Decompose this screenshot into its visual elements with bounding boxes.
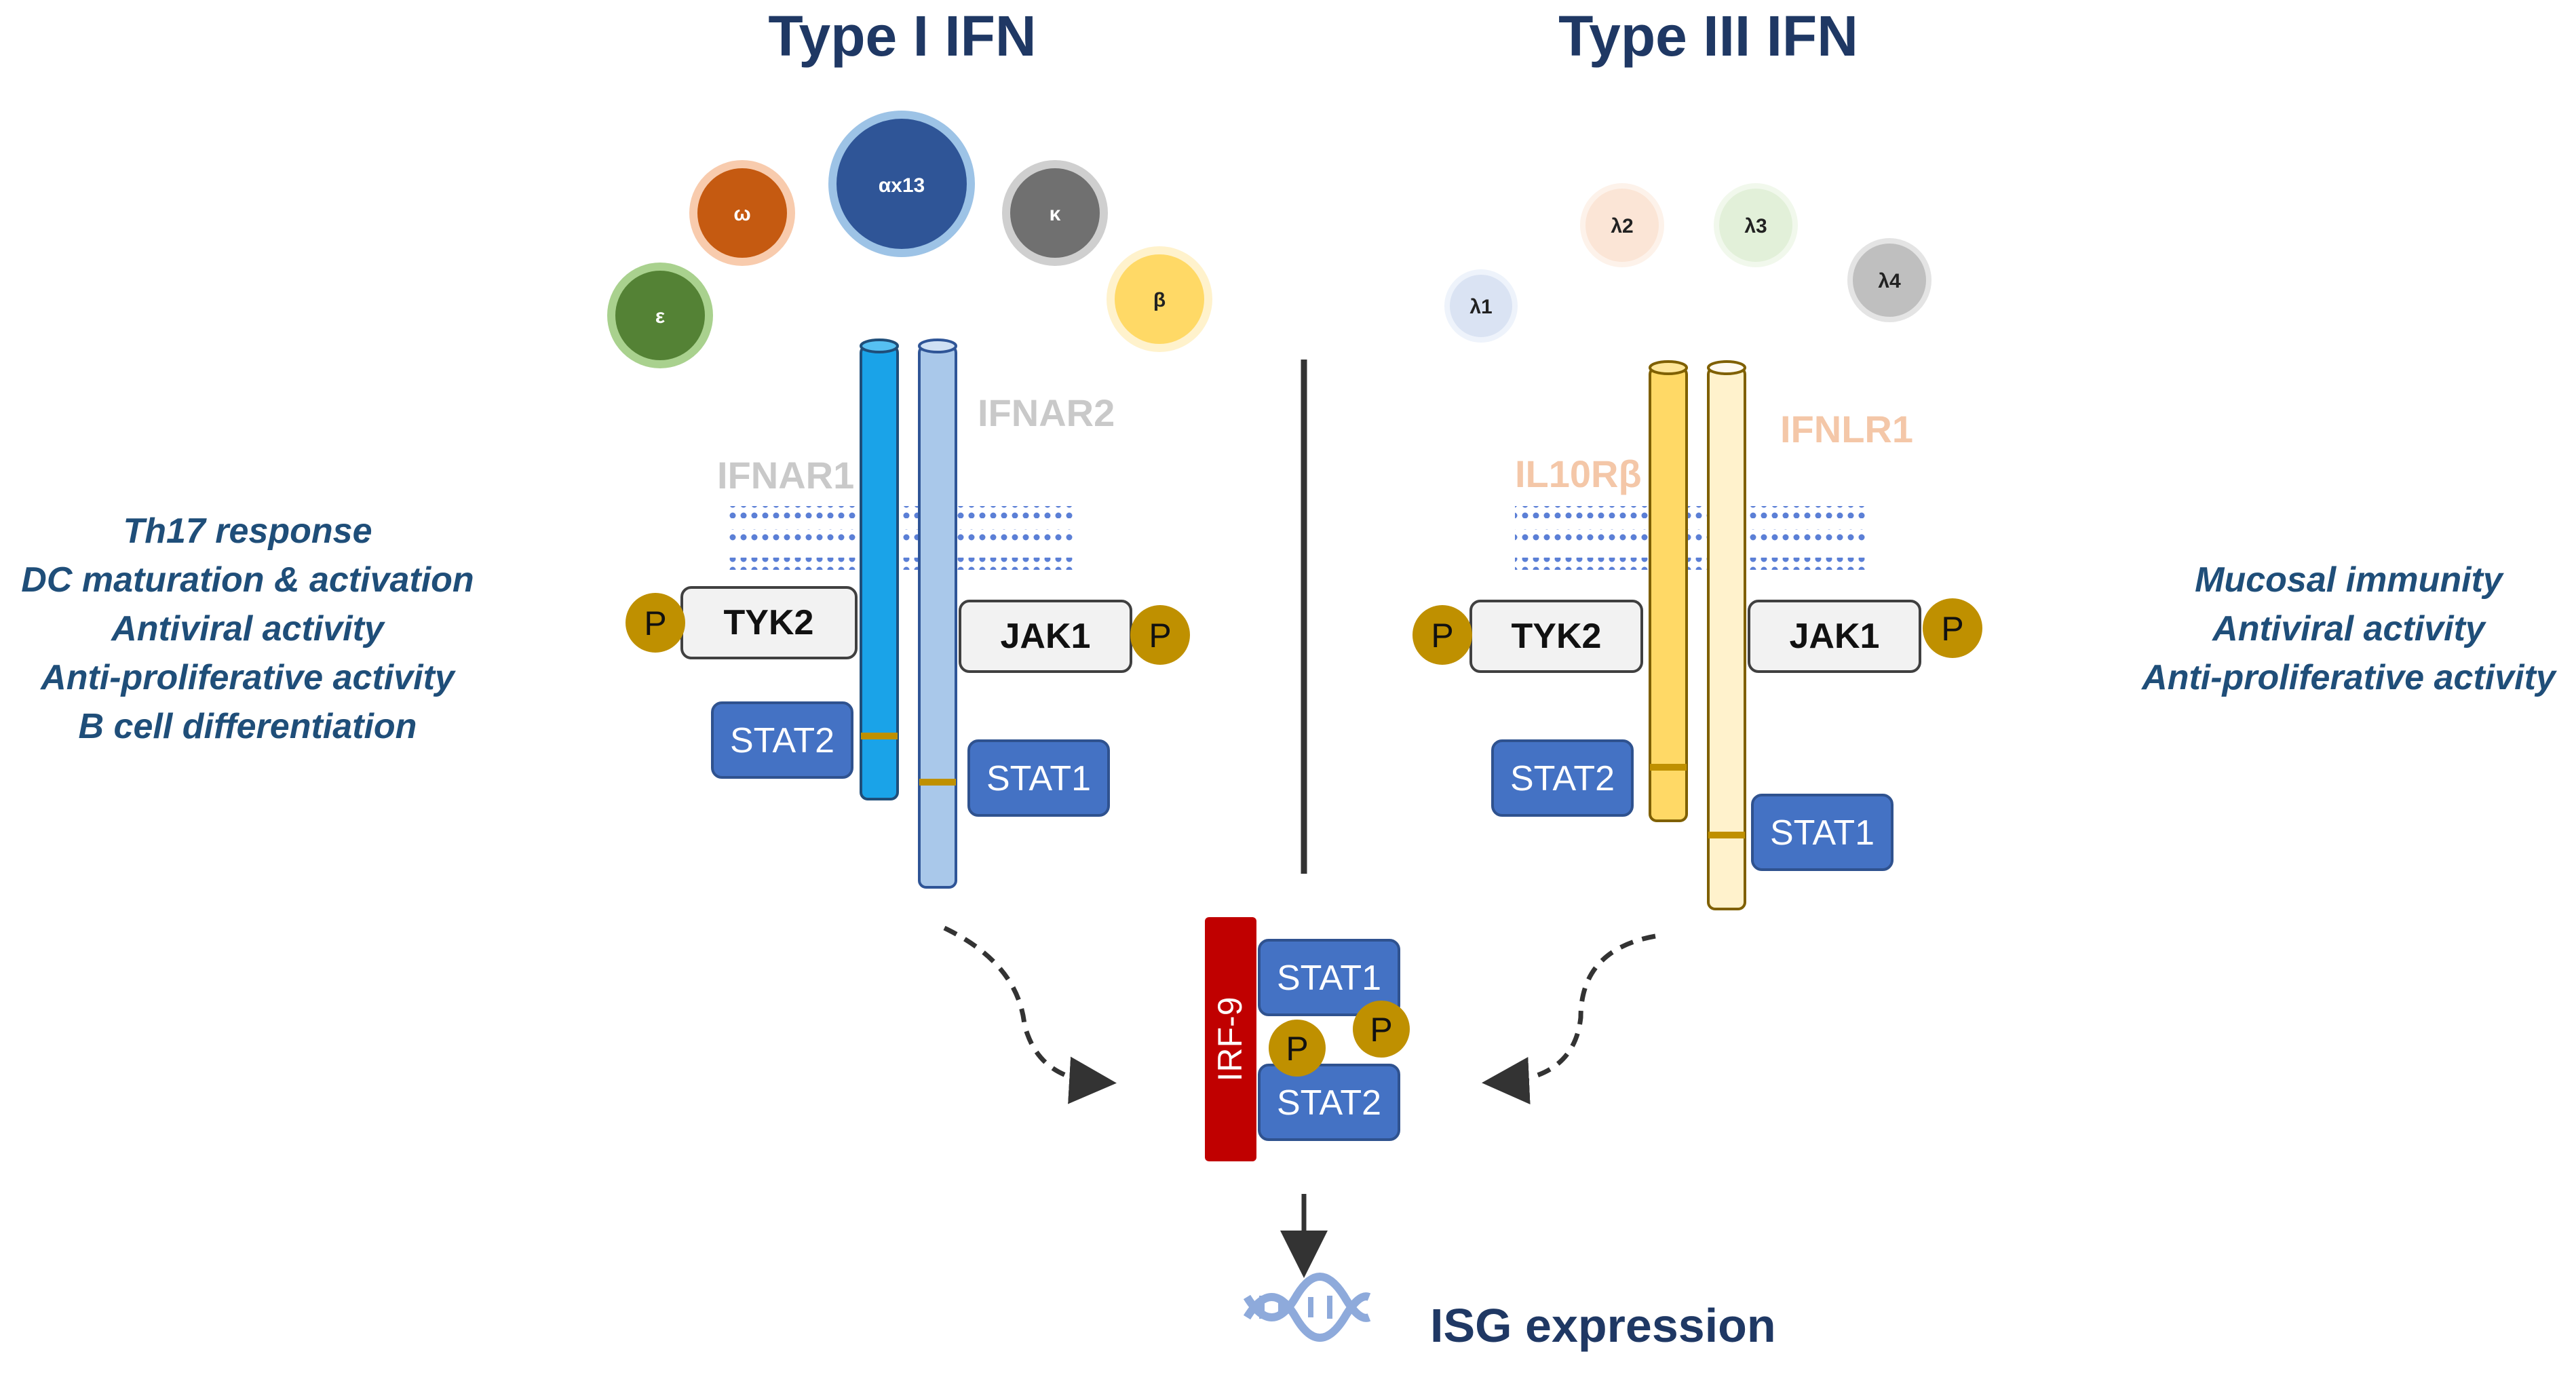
- ifnar1-label: IFNAR1: [717, 454, 854, 497]
- irf9-bar: IRF-9: [1205, 917, 1256, 1161]
- type1-title: Type I IFN: [768, 4, 1036, 68]
- tyk2-kinase-type1: TYK2: [680, 586, 858, 659]
- type3-function-list: Mucosal immunity Antiviral activity Anti…: [2140, 560, 2558, 697]
- svg-text:ε: ε: [655, 305, 665, 328]
- membrane-type1: [729, 506, 1077, 570]
- type3-title: Type III IFN: [1558, 4, 1858, 68]
- svg-text:P: P: [1149, 617, 1171, 655]
- type3-function: Anti-proliferative activity: [2140, 658, 2558, 697]
- arrow-type1-to-complex: [943, 925, 1117, 1104]
- svg-text:IRF-9: IRF-9: [1211, 997, 1249, 1082]
- svg-text:STAT1: STAT1: [986, 759, 1091, 798]
- type1-function: Th17 response: [123, 511, 372, 551]
- svg-text:TYK2: TYK2: [724, 603, 814, 642]
- stat1-type1: STAT1: [967, 739, 1110, 817]
- stat2-type1: STAT2: [711, 701, 853, 779]
- membrane-type3: [1515, 506, 1868, 570]
- ifnar1-receptor: [860, 339, 899, 800]
- stat1-type3: STAT1: [1751, 794, 1893, 871]
- svg-text:JAK1: JAK1: [1790, 617, 1880, 656]
- svg-text:P: P: [644, 604, 666, 642]
- phospho-jak1-type1: P: [1130, 605, 1190, 665]
- stat1-complex: STAT1: [1258, 939, 1400, 1016]
- ifnar2-receptor: [918, 339, 957, 889]
- type1-function-list: Th17 response DC maturation & activation…: [21, 511, 474, 746]
- svg-text:P: P: [1370, 1011, 1392, 1049]
- ligand-kappa: κ: [1002, 160, 1108, 266]
- phospho-jak1-type3: P: [1923, 598, 1982, 658]
- jak1-kinase-type1: JAK1: [959, 600, 1132, 673]
- type1-function: Antiviral activity: [110, 609, 386, 649]
- svg-text:STAT1: STAT1: [1277, 959, 1381, 998]
- svg-text:λ4: λ4: [1878, 270, 1901, 292]
- phospho-tyk2-type1: P: [626, 593, 685, 653]
- jak1-kinase-type3: JAK1: [1748, 600, 1921, 673]
- svg-text:β: β: [1153, 289, 1166, 311]
- type1-function: Anti-proliferative activity: [39, 658, 457, 697]
- arrow-type3-to-complex: [1482, 933, 1656, 1105]
- svg-text:TYK2: TYK2: [1512, 617, 1602, 656]
- ligand-beta: β: [1107, 246, 1212, 352]
- type3-function: Mucosal immunity: [2195, 560, 2505, 600]
- ligand-lambda2: λ2: [1580, 183, 1664, 267]
- phospho-tyk2-type3: P: [1412, 605, 1472, 665]
- svg-text:ω: ω: [733, 203, 750, 225]
- svg-text:λ3: λ3: [1744, 215, 1767, 237]
- svg-text:STAT2: STAT2: [1510, 759, 1615, 798]
- svg-text:STAT2: STAT2: [730, 721, 834, 760]
- dna-icon: [1243, 1273, 1371, 1342]
- ligand-lambda3: λ3: [1714, 183, 1798, 267]
- stat2-type3: STAT2: [1491, 739, 1634, 817]
- ligand-alpha13: αx13: [828, 111, 975, 257]
- isg-expression-label: ISG expression: [1430, 1299, 1776, 1352]
- il10rb-receptor: [1649, 360, 1688, 822]
- il10rb-label: IL10Rβ: [1515, 452, 1642, 495]
- phospho-complex-right: P: [1353, 1001, 1410, 1058]
- ifnar2-label: IFNAR2: [978, 391, 1115, 434]
- svg-text:P: P: [1941, 610, 1963, 648]
- tyk2-kinase-type3: TYK2: [1469, 600, 1643, 673]
- svg-text:STAT2: STAT2: [1277, 1083, 1381, 1123]
- type3-function: Antiviral activity: [2211, 609, 2487, 649]
- ligand-lambda4: λ4: [1847, 238, 1931, 322]
- svg-text:JAK1: JAK1: [1001, 617, 1091, 656]
- phospho-complex-left: P: [1269, 1020, 1326, 1077]
- stat2-complex: STAT2: [1258, 1064, 1400, 1141]
- svg-text:λ1: λ1: [1469, 296, 1492, 318]
- svg-text:P: P: [1431, 617, 1453, 655]
- type1-function: DC maturation & activation: [21, 560, 474, 600]
- ifnlr1-receptor: [1707, 360, 1746, 910]
- svg-text:P: P: [1286, 1030, 1308, 1068]
- svg-text:λ2: λ2: [1611, 215, 1633, 237]
- ligand-lambda1: λ1: [1444, 269, 1518, 343]
- ifnlr1-label: IFNLR1: [1780, 408, 1913, 450]
- type1-function: B cell differentiation: [79, 707, 417, 746]
- svg-text:STAT1: STAT1: [1770, 813, 1875, 853]
- svg-text:κ: κ: [1050, 203, 1061, 225]
- svg-text:αx13: αx13: [879, 174, 925, 197]
- ligand-epsilon: ε: [607, 263, 713, 368]
- ligand-omega: ω: [689, 160, 795, 266]
